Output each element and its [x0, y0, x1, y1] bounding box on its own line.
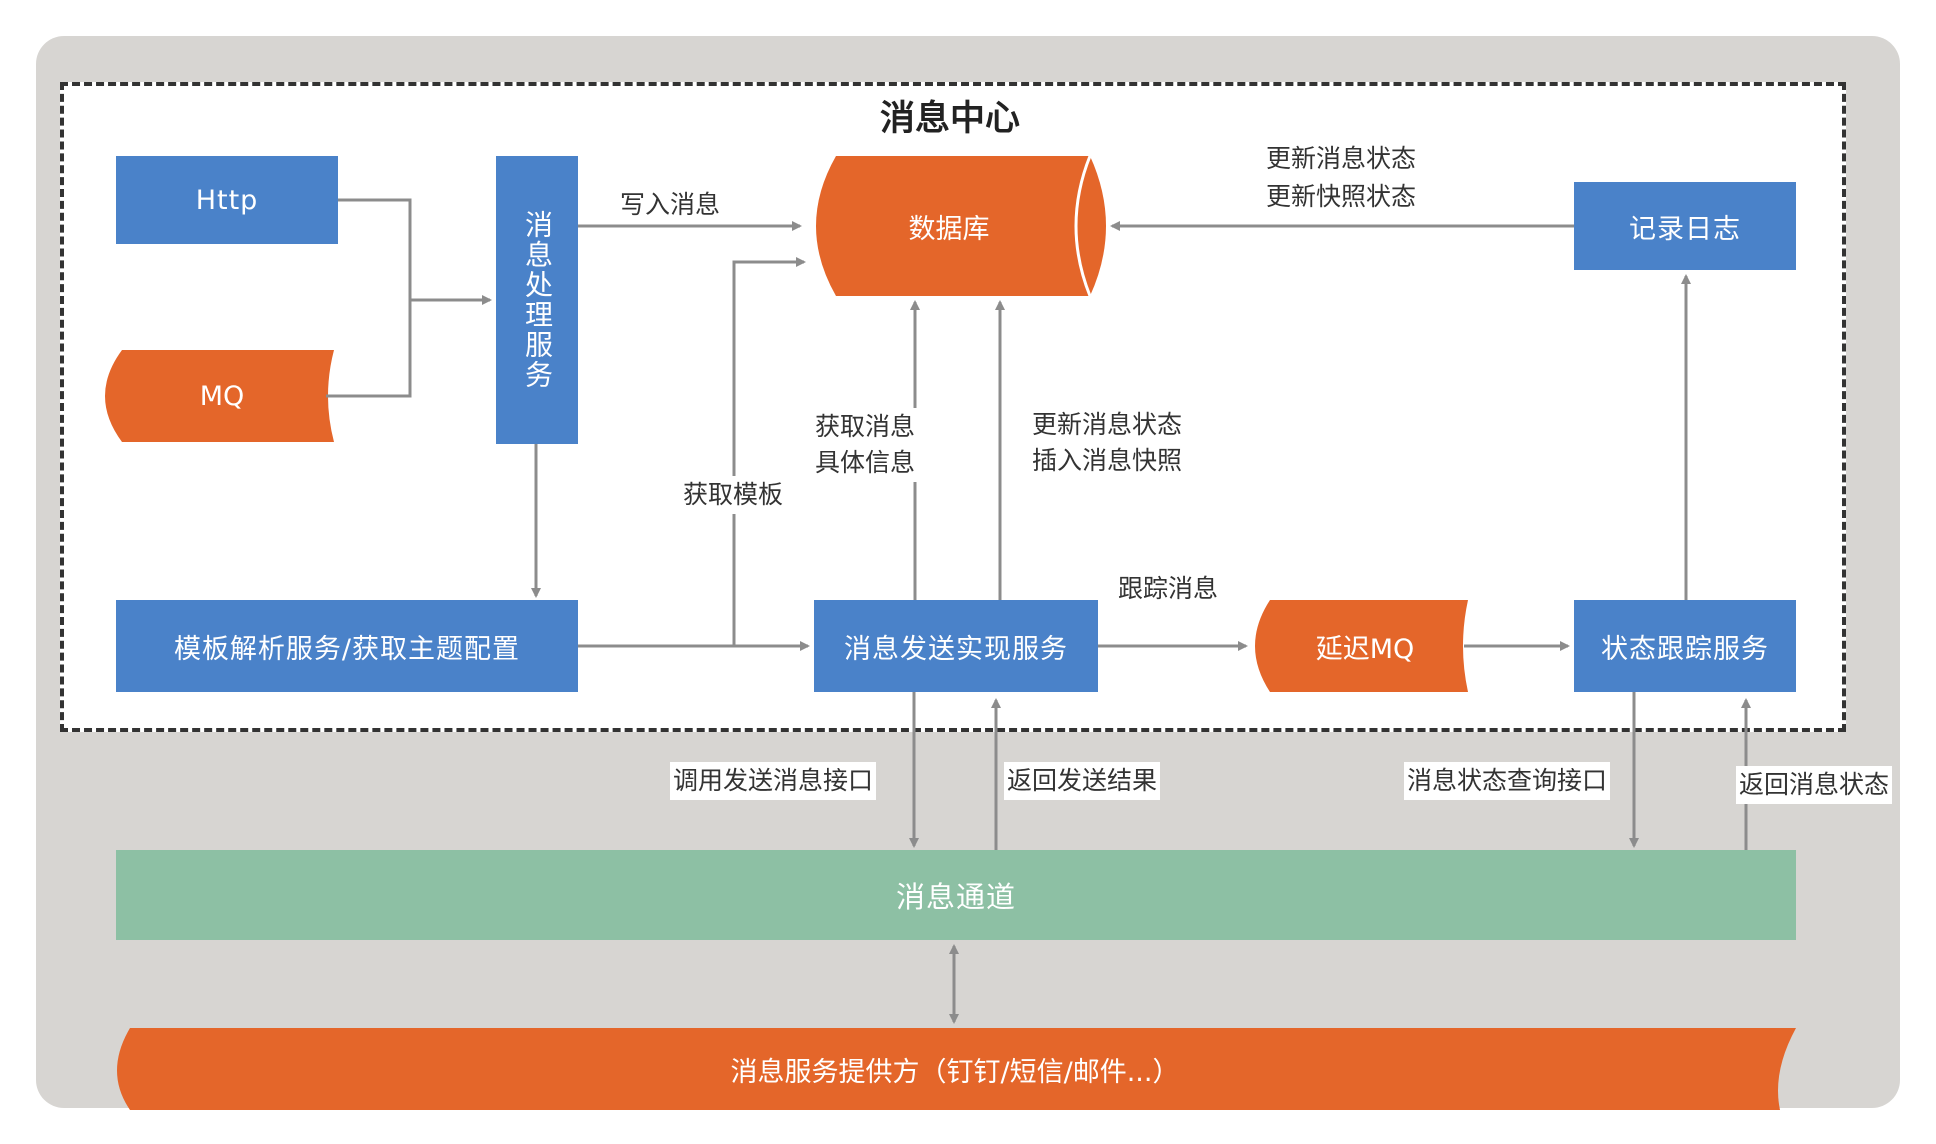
- template-service-node: 模板解析服务/获取主题配置: [116, 600, 578, 692]
- label-update-message-status-2: 更新消息状态: [1032, 410, 1183, 439]
- provider-shape: [117, 1028, 1796, 1110]
- processor-node: 消息处理服务: [496, 156, 578, 444]
- label-get-message-1: 获取消息: [812, 408, 919, 446]
- label-status-query-api: 消息状态查询接口: [1404, 762, 1611, 800]
- mq-shape: [105, 350, 334, 442]
- log-node: 记录日志: [1574, 182, 1796, 270]
- label-get-message-2: 具体信息: [812, 444, 919, 482]
- diagram-title: 消息中心: [880, 99, 1021, 139]
- channel-node: 消息通道: [116, 850, 1796, 940]
- label-update-message-status-1: 更新消息状态: [1266, 144, 1417, 173]
- http-connector: [338, 198, 412, 300]
- arrow-get-template: [732, 257, 806, 646]
- label-update-snapshot-status: 更新快照状态: [1266, 182, 1417, 211]
- mq-node: MQ: [199, 380, 245, 412]
- mq-connector: [326, 300, 412, 398]
- delay-mq-shape: [1255, 600, 1468, 692]
- status-service-node: 状态跟踪服务: [1574, 600, 1796, 692]
- send-service-node: 消息发送实现服务: [814, 600, 1098, 692]
- label-track-message: 跟踪消息: [1118, 574, 1219, 603]
- label-write-message: 写入消息: [620, 190, 721, 219]
- database-node: 数据库: [908, 213, 990, 245]
- label-insert-snapshot: 插入消息快照: [1032, 446, 1183, 475]
- delay-mq-node: 延迟MQ: [1315, 633, 1415, 665]
- label-return-message-status: 返回消息状态: [1736, 766, 1893, 804]
- label-return-send-result: 返回发送结果: [1004, 762, 1161, 800]
- database-shape: [816, 156, 1106, 296]
- http-node: Http: [116, 156, 338, 244]
- database-edge-curve: [1074, 155, 1092, 297]
- provider-node: 消息服务提供方（钉钉/短信/邮件...）: [730, 1056, 1180, 1088]
- label-call-send-api: 调用发送消息接口: [670, 762, 877, 800]
- label-get-template: 获取模板: [680, 476, 787, 514]
